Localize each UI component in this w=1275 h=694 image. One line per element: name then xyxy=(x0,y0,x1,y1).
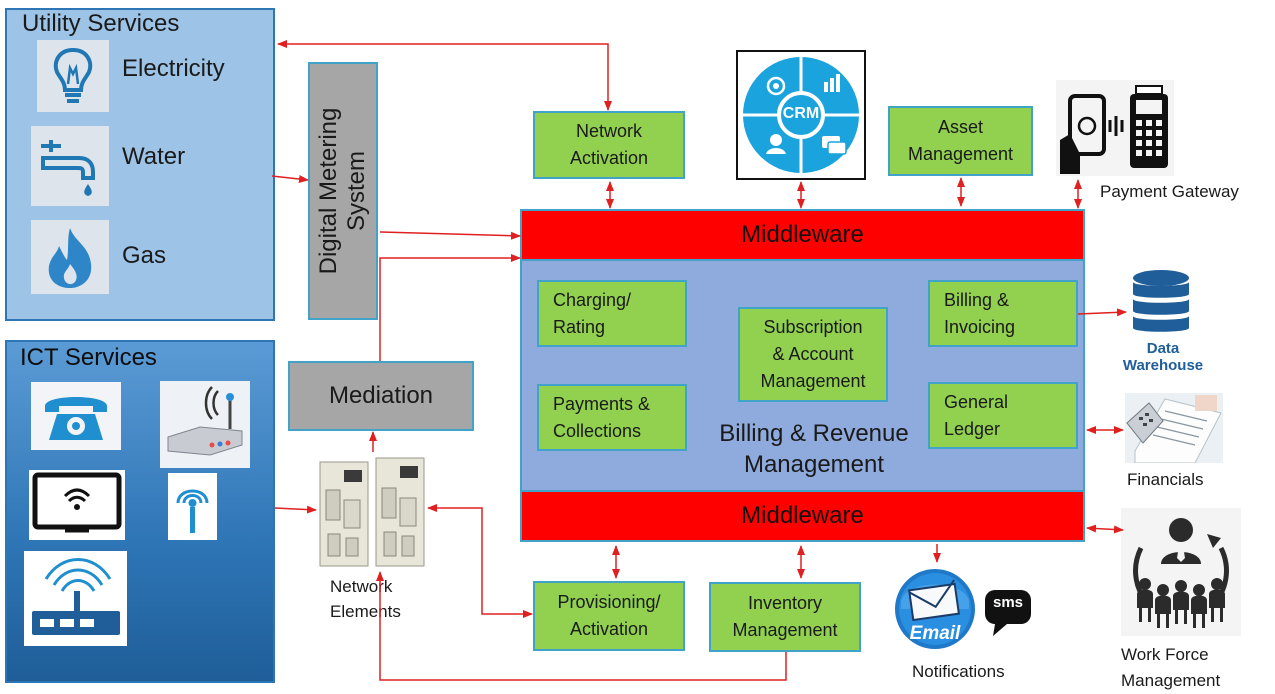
middleware-bottom-label: Middleware xyxy=(741,502,864,529)
mediation-label: Mediation xyxy=(328,382,434,409)
financials-icon xyxy=(1125,393,1223,464)
general-ledger-box: General Ledger xyxy=(928,382,1078,449)
utility-services-title: Utility Services xyxy=(22,10,180,37)
water-label: Water xyxy=(122,143,186,170)
subscription-account-box: Subscription & Account Management xyxy=(738,307,888,402)
sms-bubble-icon: sms xyxy=(983,588,1033,638)
telephone-icon xyxy=(31,382,121,450)
payments-collections-label: Payments & Collections xyxy=(553,393,651,441)
antenna-icon xyxy=(168,473,217,540)
asset-management-box: Asset Management xyxy=(888,106,1033,176)
general-ledger-label: General Ledger xyxy=(944,391,1009,439)
payment-terminal-icon xyxy=(1056,80,1174,176)
middleware-bottom-bar: Middleware xyxy=(520,490,1085,542)
charging-rating-box: Charging/ Rating xyxy=(537,280,687,347)
database-icon xyxy=(1130,268,1192,340)
modem-icon xyxy=(24,551,127,646)
wireless-router-icon xyxy=(160,381,250,468)
water-tap-icon xyxy=(31,126,109,206)
gas-label: Gas xyxy=(122,242,167,269)
wifi-tv-icon xyxy=(29,470,125,540)
payments-collections-box: Payments & Collections xyxy=(537,384,687,451)
work-force-management-label: Work Force Management xyxy=(1121,645,1221,690)
sms-label: sms xyxy=(992,594,1024,611)
ict-services-title: ICT Services xyxy=(20,344,157,371)
mediation-box: Mediation xyxy=(288,361,474,431)
provisioning-activation-box: Provisioning/ Activation xyxy=(533,581,685,651)
middleware-top-label: Middleware xyxy=(741,221,864,248)
asset-management-label: Asset Management xyxy=(907,117,1014,164)
billing-invoicing-box: Billing & Invoicing xyxy=(928,280,1078,347)
crm-label: CRM xyxy=(782,105,820,122)
billing-invoicing-label: Billing & Invoicing xyxy=(944,289,1016,337)
electricity-label: Electricity xyxy=(122,55,225,82)
notifications-label: Notifications xyxy=(912,662,1005,681)
workforce-team-icon xyxy=(1121,508,1241,636)
light-bulb-icon xyxy=(37,40,109,112)
financials-label: Financials xyxy=(1127,470,1204,489)
payment-gateway-label: Payment Gateway xyxy=(1100,182,1239,201)
network-activation-box: Network Activation xyxy=(533,111,685,179)
inventory-management-box: Inventory Management xyxy=(709,582,861,652)
provisioning-activation-label: Provisioning/ Activation xyxy=(557,592,661,639)
gas-flame-icon xyxy=(31,220,109,294)
charging-rating-label: Charging/ Rating xyxy=(553,289,632,337)
network-activation-label: Network Activation xyxy=(569,121,649,168)
crm-icon: CRM xyxy=(736,50,866,180)
data-warehouse-label: Data Warehouse xyxy=(1122,340,1204,374)
network-elements-label: Network Elements xyxy=(330,577,401,621)
middleware-top-bar: Middleware xyxy=(520,209,1085,261)
subscription-account-label: Subscription & Account Management xyxy=(760,317,866,391)
email-icon-label: Email xyxy=(909,623,961,644)
network-elements-icon xyxy=(318,456,426,568)
inventory-management-label: Inventory Management xyxy=(732,593,838,640)
brm-title: Billing & Revenue Management xyxy=(719,420,909,478)
email-icon: Email xyxy=(893,565,977,660)
